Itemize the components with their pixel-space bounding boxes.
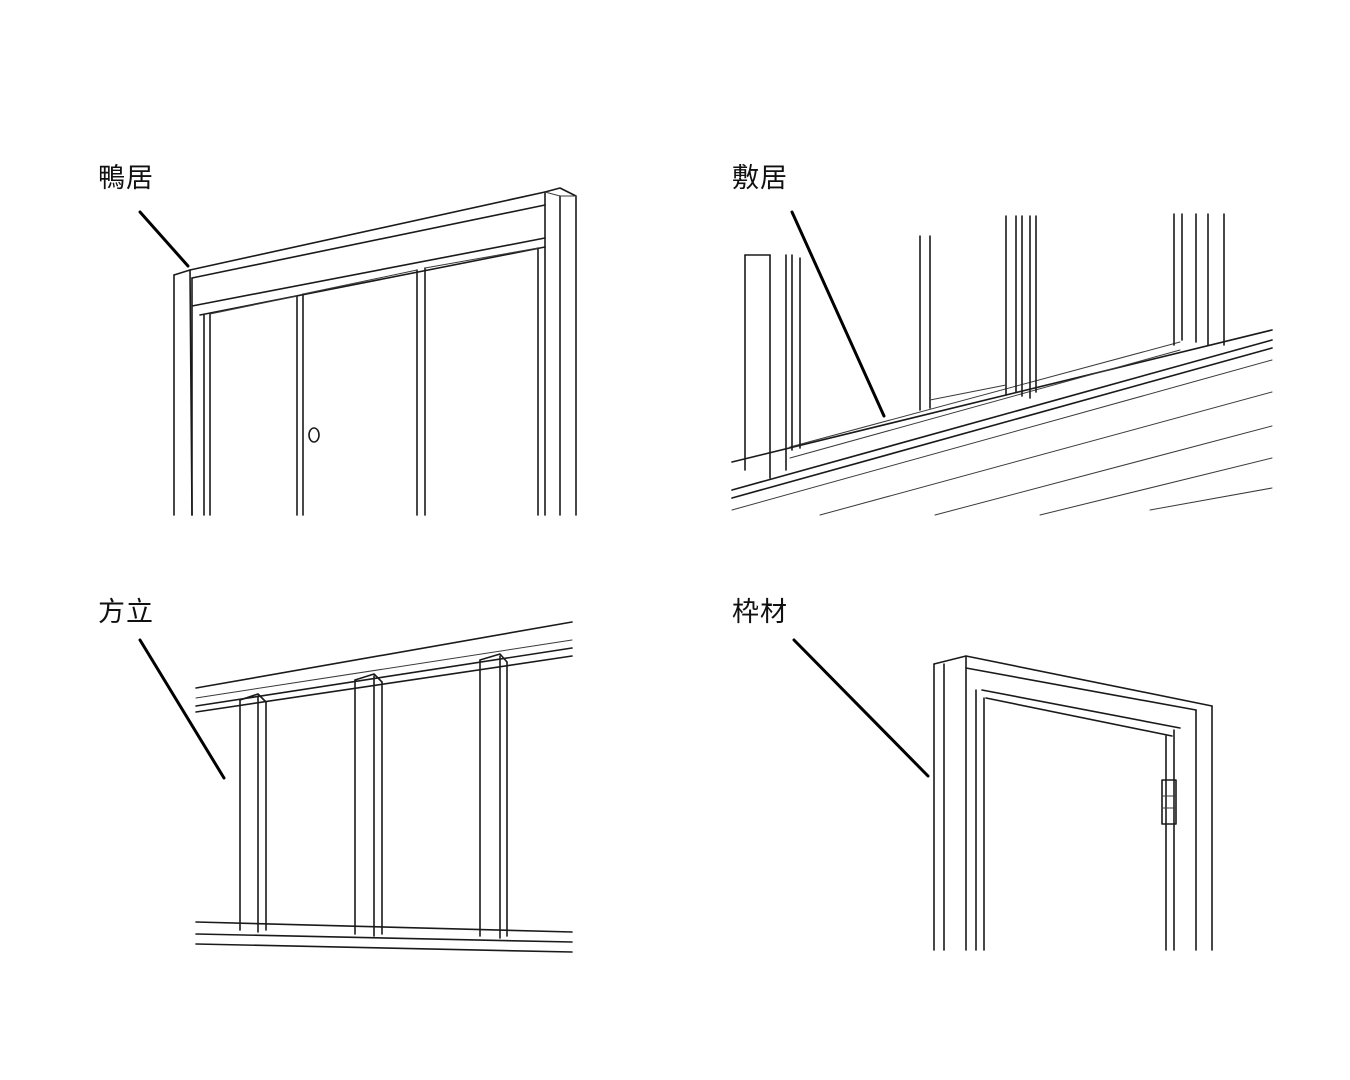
- shikii-illustration: [731, 210, 1273, 516]
- wakuzai-illustration: [792, 638, 1213, 951]
- label-houdate: 方立: [98, 597, 154, 628]
- label-wakuzai: 枠材: [732, 597, 788, 628]
- label-kamoi: 鴨居: [98, 163, 154, 194]
- houdate-illustration: [138, 621, 573, 953]
- label-shikii: 敷居: [732, 163, 788, 194]
- kamoi-illustration: [138, 187, 577, 516]
